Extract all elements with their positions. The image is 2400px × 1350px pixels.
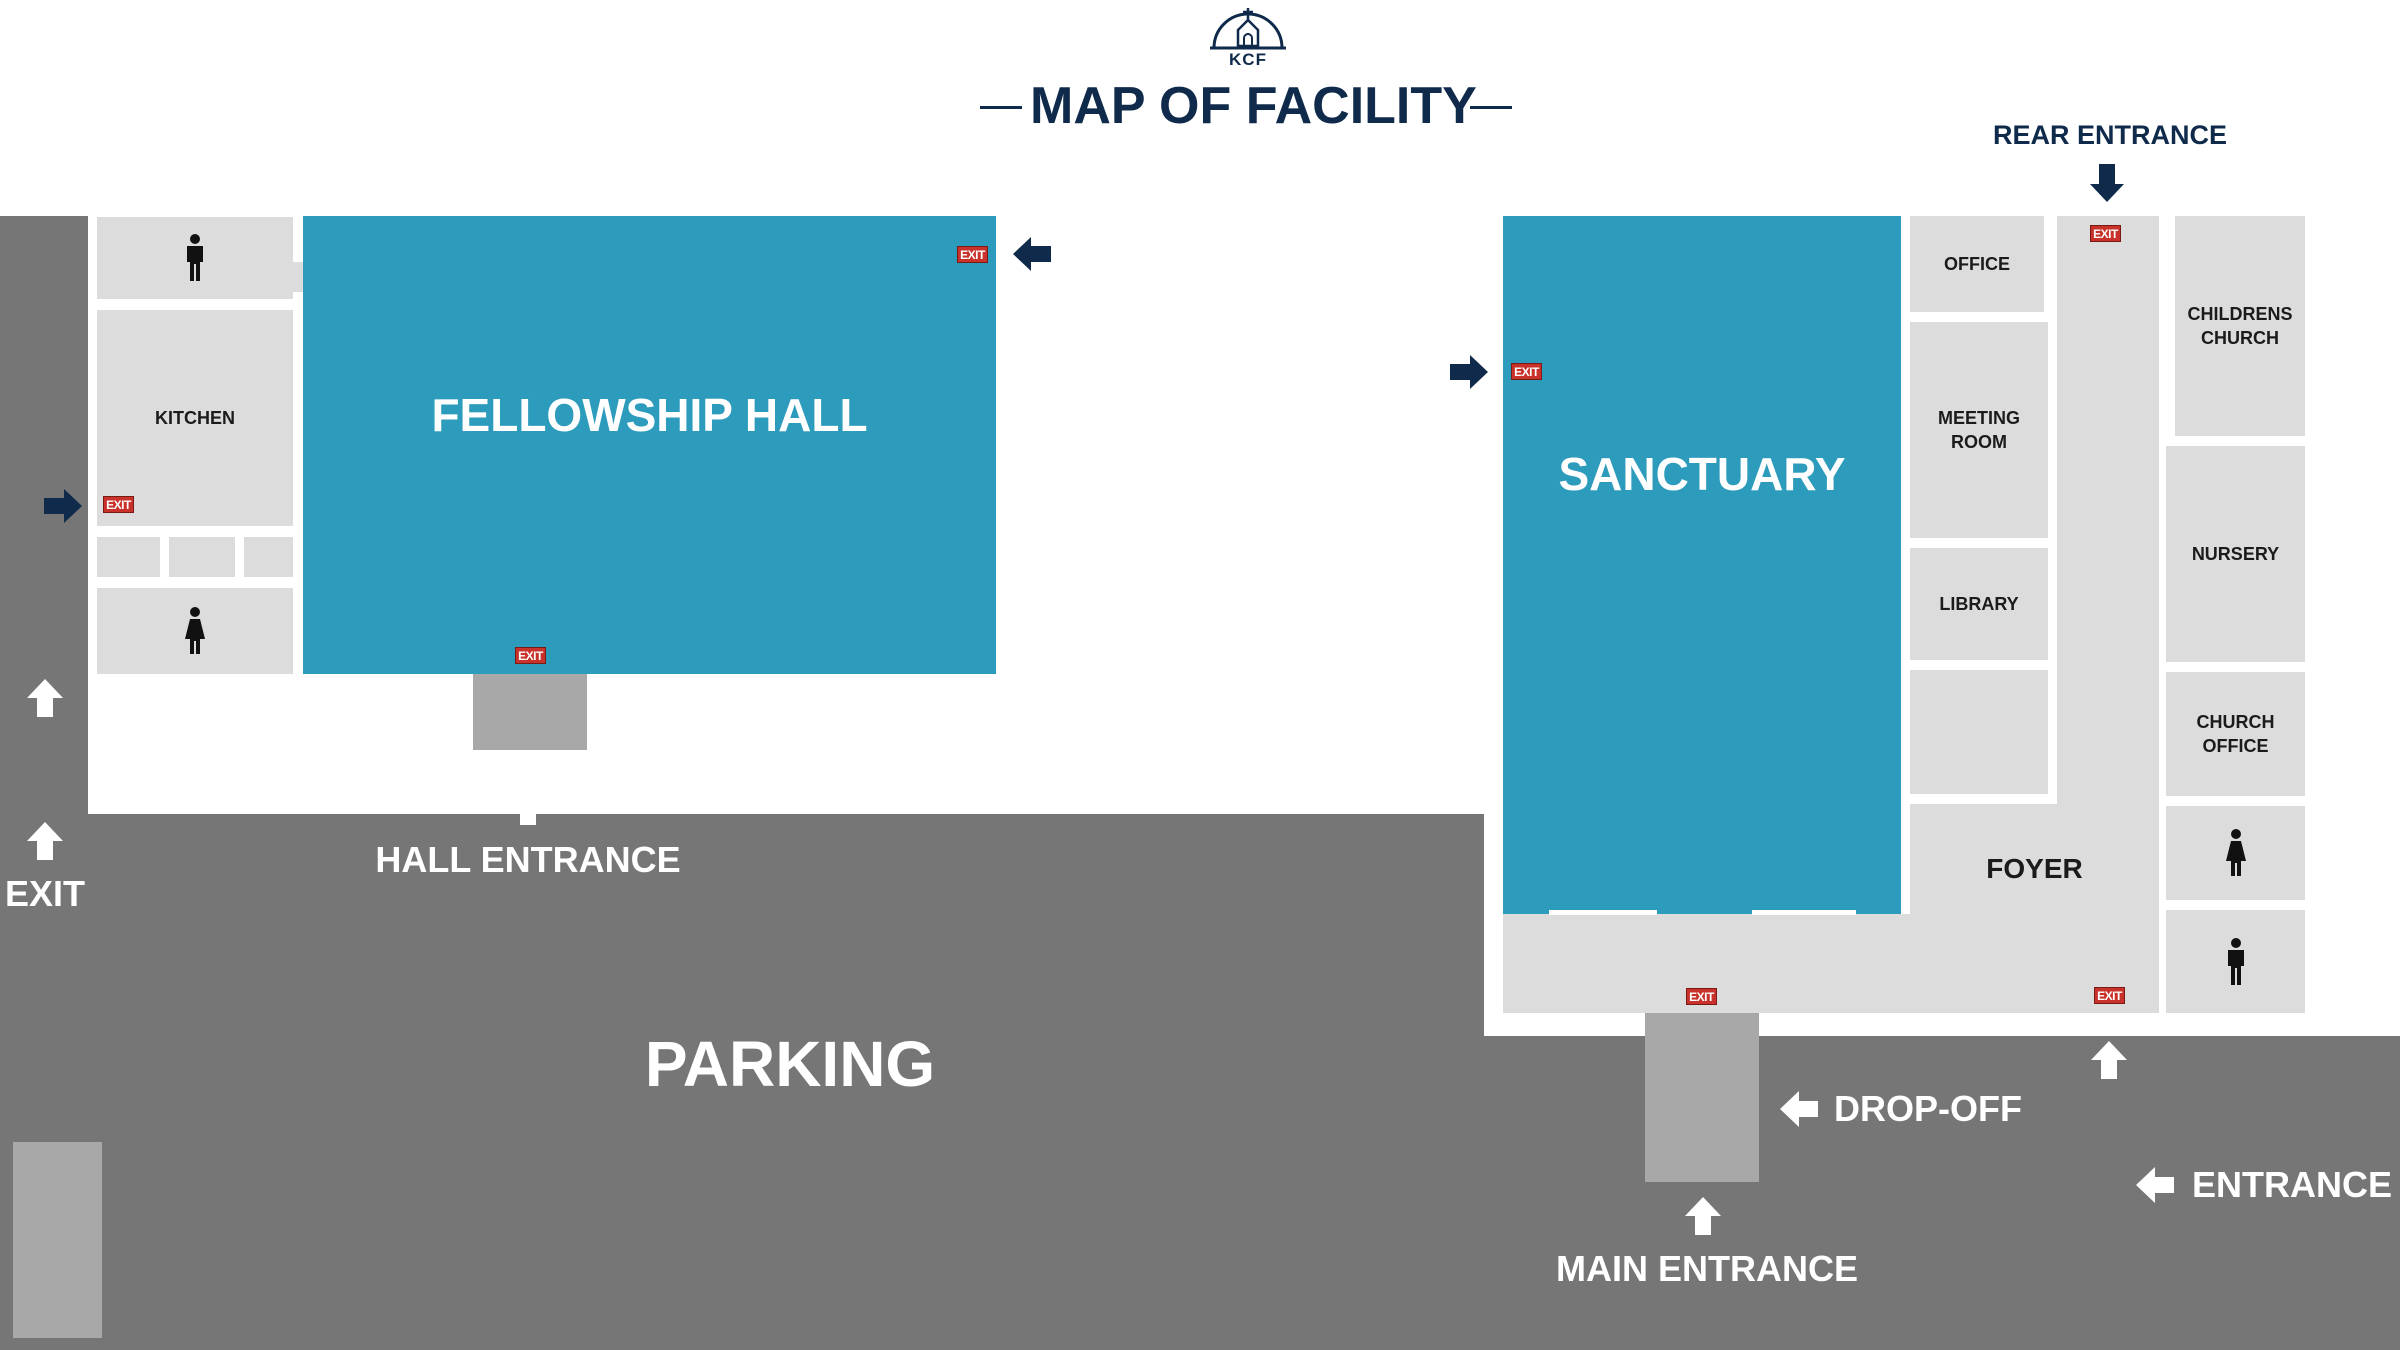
hall-entrance-label: HALL ENTRANCE — [375, 839, 681, 880]
arrow-icon — [1013, 237, 1051, 271]
library: LIBRARY — [1910, 548, 2048, 660]
arrow-icon — [2090, 164, 2124, 202]
exit-sign-rear: EXIT — [2090, 225, 2121, 242]
office: OFFICE — [1910, 216, 2044, 312]
storage-2 — [169, 537, 235, 577]
library-label: LIBRARY — [1939, 594, 2019, 614]
rear-entrance-label: REAR ENTRANCE — [1992, 120, 2227, 150]
sanctuary-door-1 — [1549, 910, 1657, 915]
sanctuary-door-2 — [1752, 910, 1856, 915]
sanctuary: SANCTUARY — [1503, 216, 1901, 914]
arrow-icon — [27, 679, 63, 717]
arrow-icon — [1685, 1197, 1721, 1235]
exit-sign-sanctuary-west: EXIT — [1511, 363, 1542, 380]
exit-sign-main: EXIT — [1686, 988, 1717, 1005]
exit-sign-hall-south: EXIT — [515, 647, 546, 664]
page-title: MAP OF FACILITY — [1030, 77, 1477, 135]
arrow-icon — [1780, 1091, 1818, 1127]
church-office: CHURCH OFFICE — [2166, 672, 2305, 796]
restroom-men-west — [97, 217, 293, 299]
arrow-icon — [44, 489, 82, 523]
arrow-icon — [1450, 355, 1488, 389]
childrens-church-label: CHILDRENS CHURCH — [2187, 304, 2293, 348]
arrow-icon — [510, 787, 546, 825]
restroom-women-west — [97, 588, 293, 674]
arrow-icon — [27, 822, 63, 860]
hall-entrance-ramp — [473, 674, 587, 750]
exit-label: EXIT — [4, 873, 85, 914]
main-entrance-ramp — [1645, 1013, 1759, 1182]
foyer-label: FOYER — [1986, 853, 2083, 884]
office-label: OFFICE — [1944, 254, 2010, 274]
parking-label: PARKING — [644, 1028, 936, 1100]
kitchen: KITCHEN — [97, 310, 293, 526]
arrow-icon — [2091, 1041, 2127, 1079]
title-rule-left — [980, 106, 1022, 109]
restroom-women-east — [2166, 806, 2305, 900]
foyer: FOYER — [1910, 804, 2159, 934]
nursery-label: NURSERY — [2191, 544, 2280, 564]
parking-ramp — [13, 1142, 102, 1338]
parking-lot — [0, 814, 1484, 1350]
logo-text: KCF — [1229, 50, 1267, 69]
childrens-church: CHILDRENS CHURCH — [2175, 216, 2305, 436]
exit-sign-foyer: EXIT — [2094, 987, 2125, 1004]
sanctuary-label: SANCTUARY — [1558, 448, 1846, 500]
kitchen-label: KITCHEN — [155, 408, 235, 428]
man-icon — [187, 234, 203, 281]
arrow-icon — [2136, 1167, 2174, 1203]
storage-1 — [97, 537, 160, 577]
meeting-room-label: MEETING ROOM — [1937, 408, 2020, 452]
fellowship-hall: FELLOWSHIP HALL — [303, 216, 996, 674]
church-office-label: CHURCH OFFICE — [2196, 712, 2275, 756]
exit-sign-kitchen: EXIT — [103, 496, 134, 513]
man-icon — [2227, 937, 2244, 985]
main-entrance-label: MAIN ENTRANCE — [1556, 1248, 1858, 1289]
woman-icon — [2225, 829, 2246, 876]
fellowship-hall-label: FELLOWSHIP HALL — [431, 389, 868, 441]
storage-3 — [244, 537, 293, 577]
unlabeled-room — [1910, 670, 2048, 794]
entrance-label: ENTRANCE — [2192, 1164, 2393, 1205]
exit-sign-hall-east: EXIT — [957, 246, 988, 263]
hall-side-corridor — [293, 262, 303, 292]
parking-lot-right — [1484, 1036, 2400, 1350]
meeting-room: MEETING ROOM — [1910, 322, 2048, 538]
nursery: NURSERY — [2166, 446, 2305, 662]
church-icon — [1210, 8, 1286, 50]
woman-icon — [185, 607, 205, 654]
title-rule-right — [1470, 106, 1512, 109]
logo: KCF — [1210, 0, 1286, 72]
restroom-men-east — [2166, 910, 2305, 1013]
central-hallway — [2057, 216, 2159, 816]
drop-off-label: DROP-OFF — [1834, 1088, 2022, 1129]
